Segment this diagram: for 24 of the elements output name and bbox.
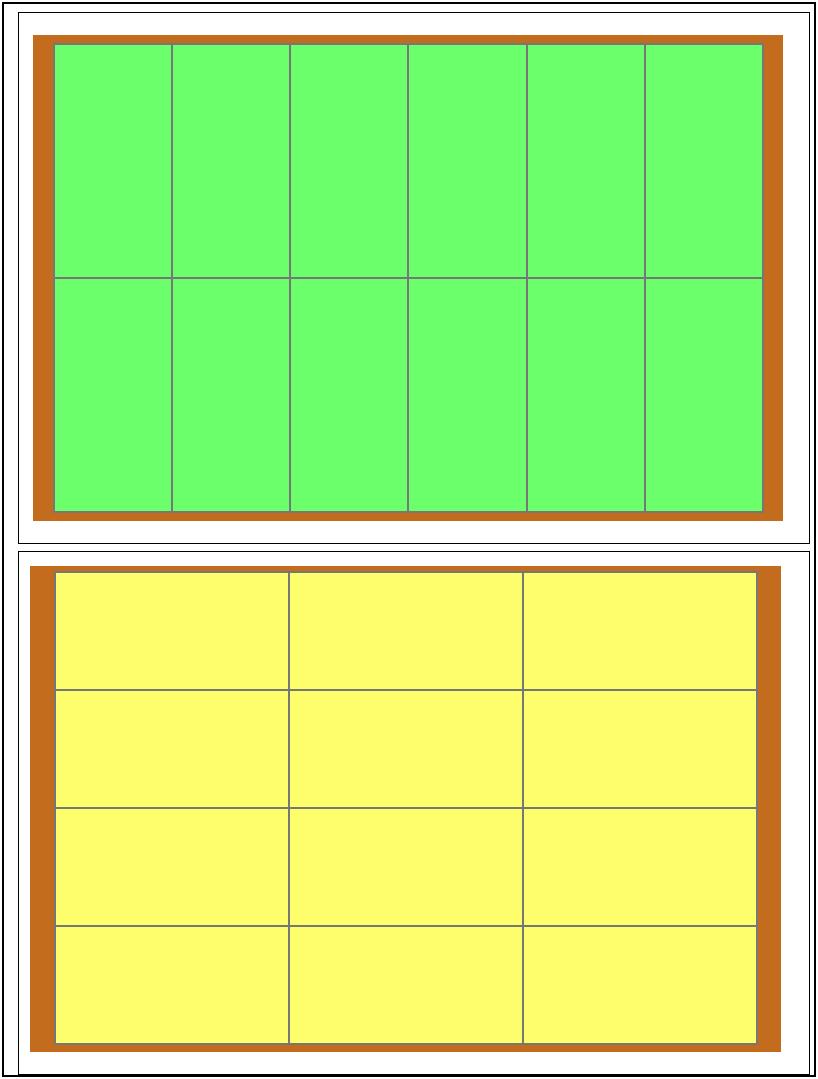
grid-cell xyxy=(56,573,288,689)
grid-cell xyxy=(409,45,526,277)
grid-cell xyxy=(409,279,526,511)
grid-cell xyxy=(527,279,644,511)
grid-cell xyxy=(56,691,288,807)
grid-cell xyxy=(524,927,756,1043)
grid-cell xyxy=(173,279,290,511)
grid-cell xyxy=(55,45,172,277)
grid-cell xyxy=(524,809,756,925)
grid-cell xyxy=(527,45,644,277)
grid-cell xyxy=(524,573,756,689)
grid-cell xyxy=(645,279,762,511)
grid-cell xyxy=(290,809,522,925)
grid-cell xyxy=(290,691,522,807)
grid-cell xyxy=(55,279,172,511)
grid-cell xyxy=(290,573,522,689)
grid-cell xyxy=(645,45,762,277)
grid-cell xyxy=(291,279,408,511)
grid-cell xyxy=(524,691,756,807)
grid-cell xyxy=(291,45,408,277)
grid-cell xyxy=(56,809,288,925)
grid-cell xyxy=(56,927,288,1043)
grid-cell xyxy=(290,927,522,1043)
grid-cell xyxy=(173,45,290,277)
